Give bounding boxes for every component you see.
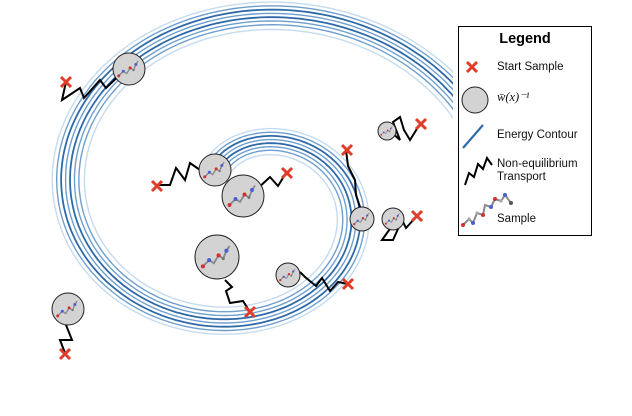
red-x-icon xyxy=(280,166,294,180)
start-markers xyxy=(58,75,428,361)
red-x-icon xyxy=(340,143,354,157)
weight-circle xyxy=(381,207,405,231)
legend-box: Legend Start Sample w̄(x)⁻¹ Energy Conto… xyxy=(458,26,592,236)
weight-circle xyxy=(275,262,301,288)
transport-zigzag xyxy=(389,115,421,142)
energy-contour-line xyxy=(55,5,453,332)
energy-contour-line xyxy=(60,8,453,328)
transport-zigzag xyxy=(299,271,349,293)
energy-contour-line xyxy=(78,23,453,313)
weight-circle xyxy=(194,234,240,280)
blue-line-icon xyxy=(462,124,484,149)
legend-item-start-sample: Start Sample xyxy=(459,57,591,77)
legend-label-line2: Transport xyxy=(497,171,546,183)
transport-zigzag xyxy=(224,279,251,313)
molecule-icon xyxy=(461,193,513,227)
weight-circles xyxy=(51,52,405,326)
legend-label: w̄(x)⁻¹ xyxy=(497,90,530,104)
red-x-icon xyxy=(243,305,257,319)
legend-item-transport: Non-equilibrium Transport xyxy=(459,155,591,189)
red-x-icon xyxy=(59,75,73,89)
weight-circle xyxy=(221,174,265,218)
transport-zigzag xyxy=(345,149,362,211)
energy-contour-line xyxy=(73,20,453,317)
transport-zigzag xyxy=(380,216,417,241)
red-x-icon xyxy=(410,209,424,223)
energy-contour-line xyxy=(51,1,453,335)
transport-zigzag xyxy=(60,69,126,103)
zigzag-icon xyxy=(464,155,493,186)
legend-item-energy-contour: Energy Contour xyxy=(459,121,591,151)
legend-item-weight: w̄(x)⁻¹ xyxy=(459,85,591,115)
weight-circle xyxy=(349,206,375,232)
legend-label: Sample xyxy=(497,213,536,225)
energy-contour-line xyxy=(64,12,453,324)
energy-contours xyxy=(51,1,453,335)
gray-circle-icon xyxy=(461,86,489,114)
red-x-icon xyxy=(150,179,164,193)
weight-circle xyxy=(51,292,85,326)
legend-label: Energy Contour xyxy=(497,129,578,141)
legend-label: Start Sample xyxy=(497,61,564,73)
red-x-icon xyxy=(58,347,72,361)
legend-title: Legend xyxy=(499,31,551,47)
transport-zigzag xyxy=(255,172,287,191)
red-x-icon xyxy=(341,277,355,291)
weight-circle xyxy=(112,52,146,86)
legend-label-line1: Non-equilibrium xyxy=(497,158,578,170)
weight-circle xyxy=(377,121,397,141)
legend-item-sample: Sample xyxy=(459,189,591,233)
red-x-icon xyxy=(414,117,428,131)
energy-contour-line xyxy=(83,28,453,308)
weight-circle xyxy=(198,153,232,187)
red-x-icon xyxy=(465,60,479,74)
energy-contour-line xyxy=(69,16,453,321)
